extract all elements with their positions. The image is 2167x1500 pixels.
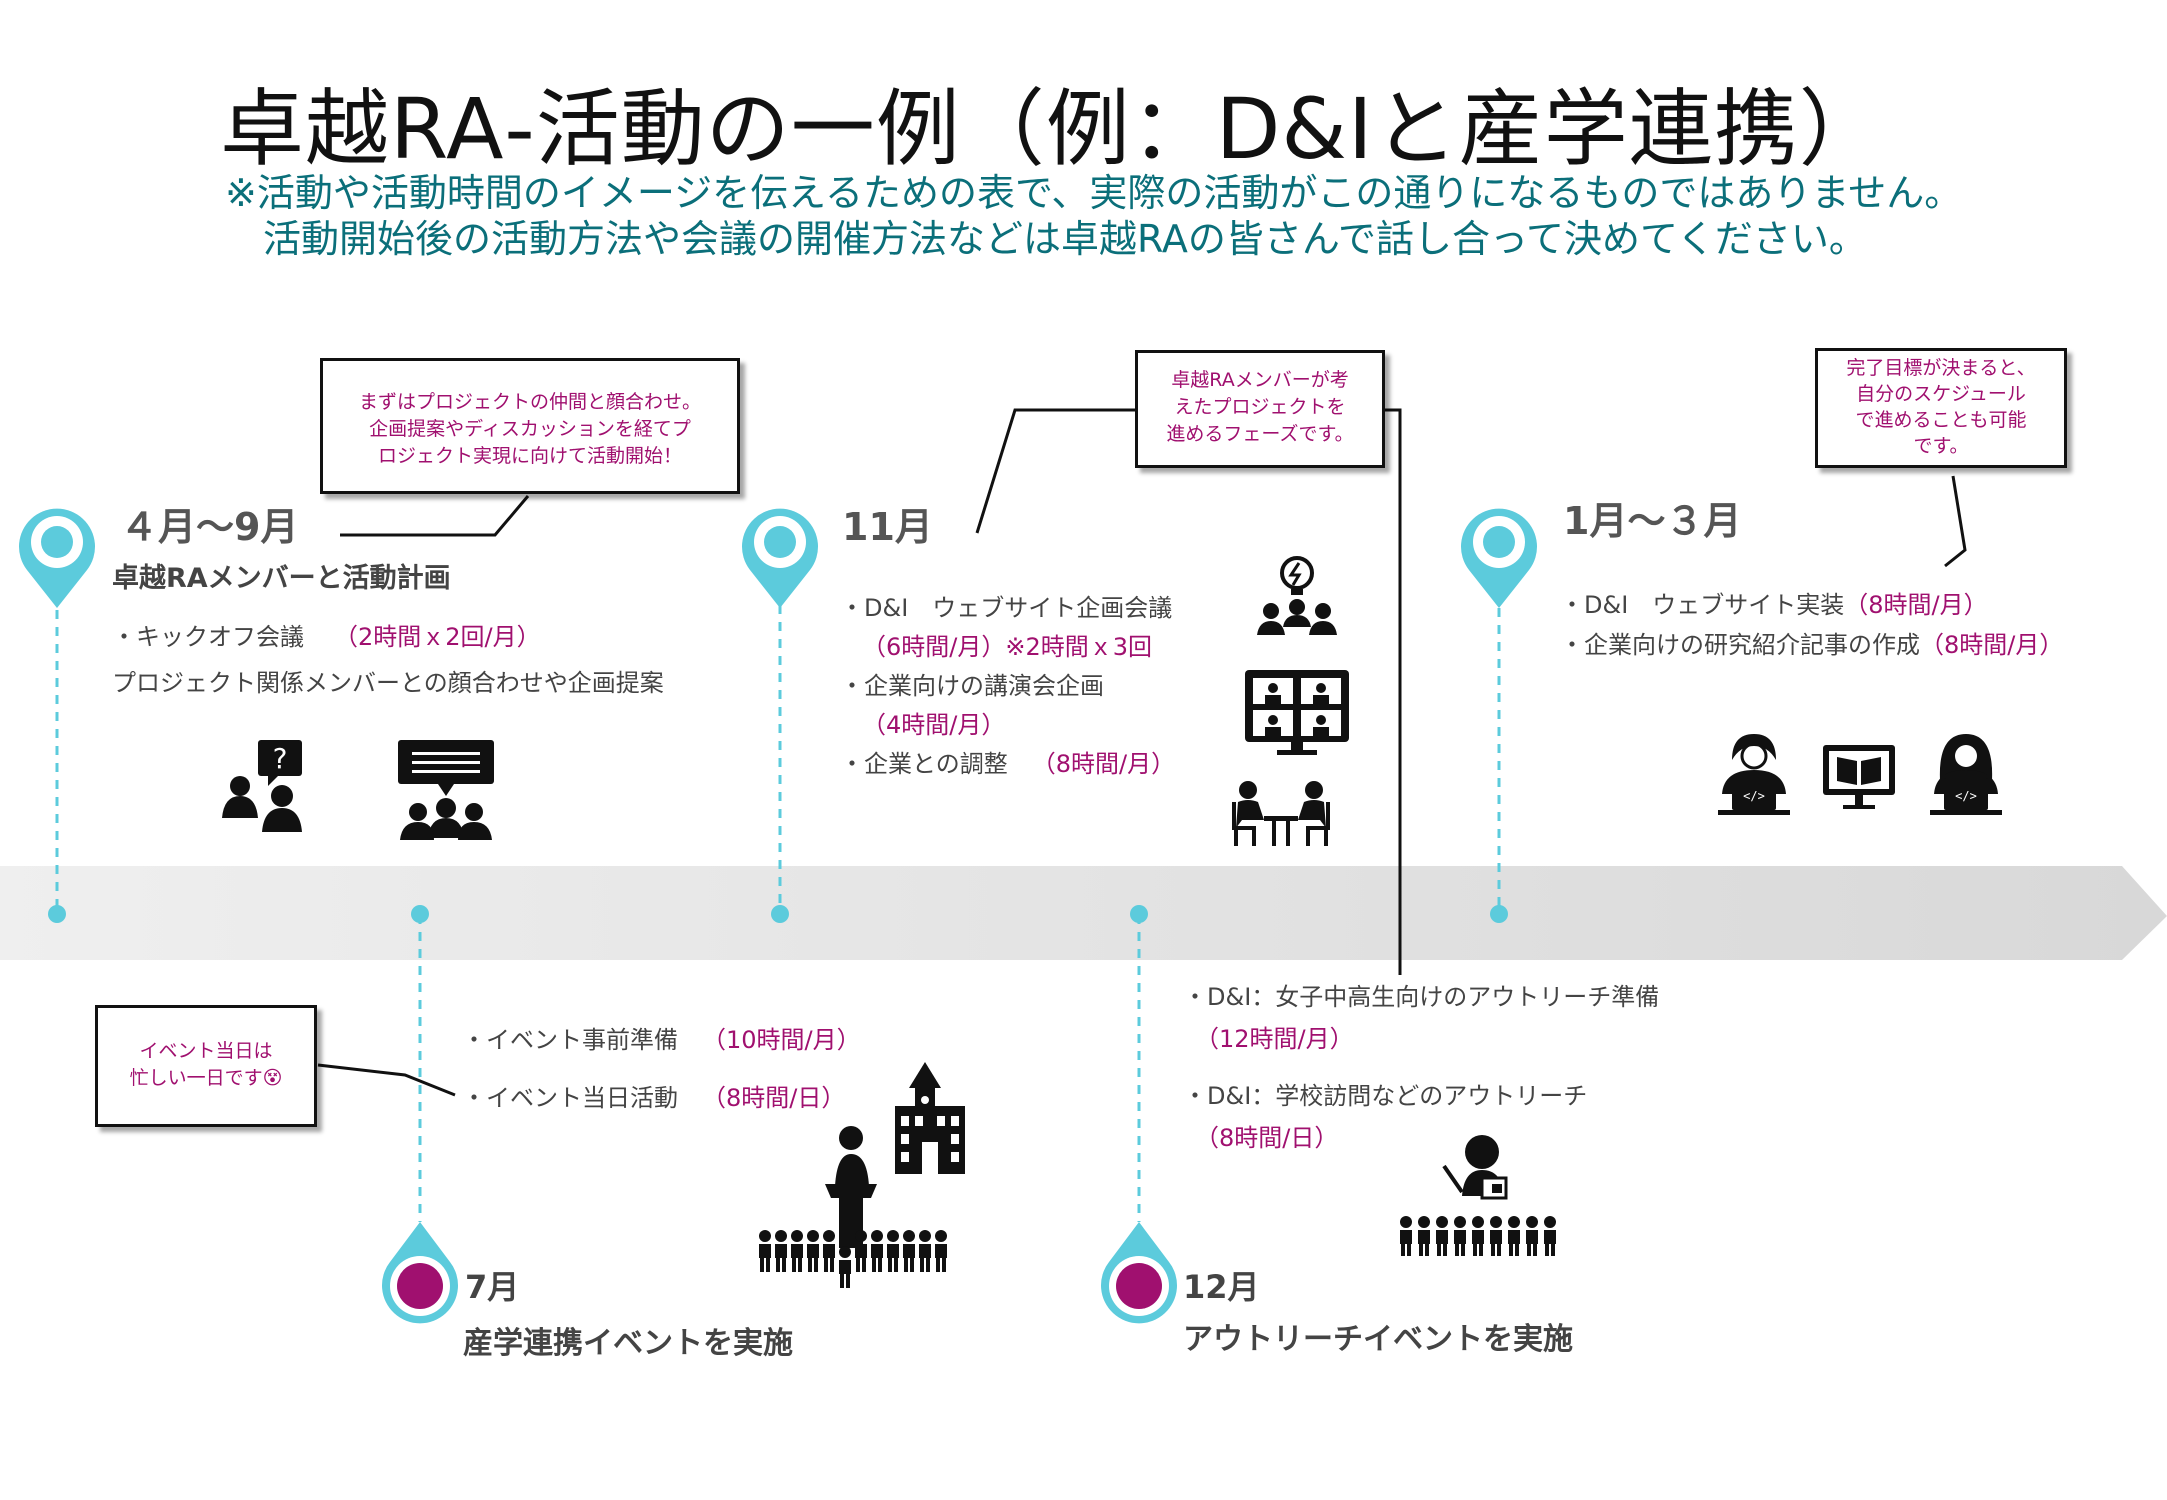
svg-text:</>: </> [1743,789,1765,803]
map-pin-jul [381,1222,458,1324]
leader-apr [340,495,530,537]
leader-jan [1944,475,1967,568]
item-label: ・イベント当日活動 [462,1084,678,1112]
item-nov-coordination: ・企業との調整 （8時間/月） [840,744,1175,784]
subtitle-line-2: 活動開始後の活動方法や会議の開催方法などは卓越RAの皆さんで話し合って決めてくだ… [263,217,1867,261]
item-label: ・D&I ウェブサイト実装 [1560,591,1845,619]
timeline-dot-nov [771,905,789,923]
item-nov-lecture: ・企業向けの講演会企画 [840,672,1104,700]
item-nov-website-time: （6時間/月）※2時間ｘ3回 [862,633,1153,661]
leader-dec [1385,408,1402,975]
callout-apr: まずはプロジェクトの仲間と顔合わせ。 企画提案やディスカッションを経てプ ロジェ… [320,358,740,494]
leader-nov [975,408,1135,534]
item-time: （8時間/月） [1031,750,1176,778]
item-time: （8時間/月） [1844,591,1988,619]
callout-line: 自分のスケジュール [1856,383,2026,405]
callout-line: 完了目標が決まると、 [1846,357,2036,379]
timeline-dot-jul [411,905,429,923]
map-pin-dec [1101,1222,1177,1324]
item-nov-lecture-time: （4時間/月） [862,711,1006,739]
item-label: ・キックオフ会議 [112,623,304,651]
callout-jul: イベント当日は 忙しい一日です😵 [95,1005,317,1127]
subtitle-line-1: ※活動や活動時間のイメージを伝えるための表で、実際の活動がこの通りになるものでは… [225,171,1963,215]
school-building-icon [895,1062,965,1174]
item-time: （10時間/月） [702,1026,861,1054]
svg-text:?: ? [273,742,288,775]
item-kickoff: ・キックオフ会議 （2時間ｘ2回/月） [112,617,541,657]
item-dec-prep-time: （12時間/月） [1195,1025,1354,1053]
heading-jul: 産学連携イベントを実施 [463,1326,793,1361]
callout-line: ロジェクト実現に向けて活動開始！ [377,445,682,467]
period-jan-mar: 1月～３月 [1563,499,1742,543]
callout-line: で進めることも可能 [1855,409,2027,431]
callout-line: 企画提案やディスカッションを経てプ [369,418,691,440]
item-time: （8時間/月） [1920,631,2064,659]
svg-text:</>: </> [1955,789,1977,803]
period-nov: 11月 [842,505,933,549]
callout-line: えたプロジェクトを [1174,396,1346,418]
leader-jul [317,1063,456,1097]
item-label: ・企業向けの研究紹介記事の作成 [1560,631,1920,659]
lecture-podium-icon [759,1126,947,1288]
timeline-arrow-band [0,866,2167,960]
callout-line: 忙しい一日です😵 [129,1067,283,1089]
period-jul: 7月 [465,1268,520,1306]
map-pin-nov [742,508,819,608]
audience-speech-icon [398,740,494,840]
callout-line: です。 [1913,435,1969,457]
teacher-class-icon [1400,1135,1556,1256]
video-conference-icon [1245,670,1349,755]
timeline-dot-dec [1130,905,1148,923]
heading-apr-sep: 卓越RAメンバーと活動計画 [112,563,451,594]
item-dec-visit: ・D&I：学校訪問などのアウトリーチ [1183,1082,1588,1110]
callout-line: 進めるフェーズです。 [1166,423,1354,445]
item-jul-day: ・イベント当日活動 （8時間/日） [462,1078,845,1118]
meeting-table-icon [1232,781,1330,846]
item-label: ・企業との調整 [840,750,1008,778]
ebook-monitor-icon [1823,745,1895,809]
item-time: （8時間/日） [702,1084,846,1112]
callout-line: まずはプロジェクトの仲間と顔合わせ。 [358,391,701,413]
callout-jan: 完了目標が決まると、 自分のスケジュール で進めることも可能 です。 [1815,348,2067,468]
coder-laptop-icon: </> [1930,734,2002,815]
timeline-dot-jan [1490,905,1508,923]
coder-laptop-icon: </> [1718,734,1790,815]
heading-dec: アウトリーチイベントを実施 [1183,1322,1573,1357]
period-apr-sep: ４月～9月 [120,505,299,549]
item-nov-website: ・D&I ウェブサイト企画会議 [840,594,1173,622]
period-dec: 12月 [1183,1268,1260,1306]
page-title: 卓越RA‐活動の一例（例：D&Iと産学連携） [220,80,1884,178]
item-dec-prep: ・D&I：女子中高生向けのアウトリーチ準備 [1183,983,1660,1011]
item-jan-article: ・企業向けの研究紹介記事の作成（8時間/月） [1560,625,2063,665]
callout-nov: 卓越RAメンバーが考 えたプロジェクトを 進めるフェーズです。 [1135,350,1385,468]
item-jan-website: ・D&I ウェブサイト実装（8時間/月） [1560,585,1988,625]
callout-line: イベント当日は [139,1040,273,1062]
timeline-dot-apr [48,905,66,923]
item-jul-prep: ・イベント事前準備 （10時間/月） [462,1020,861,1060]
item-label: ・イベント事前準備 [462,1026,678,1054]
item-dec-visit-time: （8時間/日） [1195,1124,1339,1152]
lightbulb-team-icon [1257,556,1337,635]
callout-line: 卓越RAメンバーが考 [1171,369,1349,391]
map-pin-jan [1461,508,1538,608]
map-pin-apr [18,508,96,608]
question-people-icon: ? [222,740,302,832]
item-kickoff-desc: プロジェクト関係メンバーとの顔合わせや企画提案 [112,669,664,697]
item-time: （2時間ｘ2回/月） [334,623,541,651]
